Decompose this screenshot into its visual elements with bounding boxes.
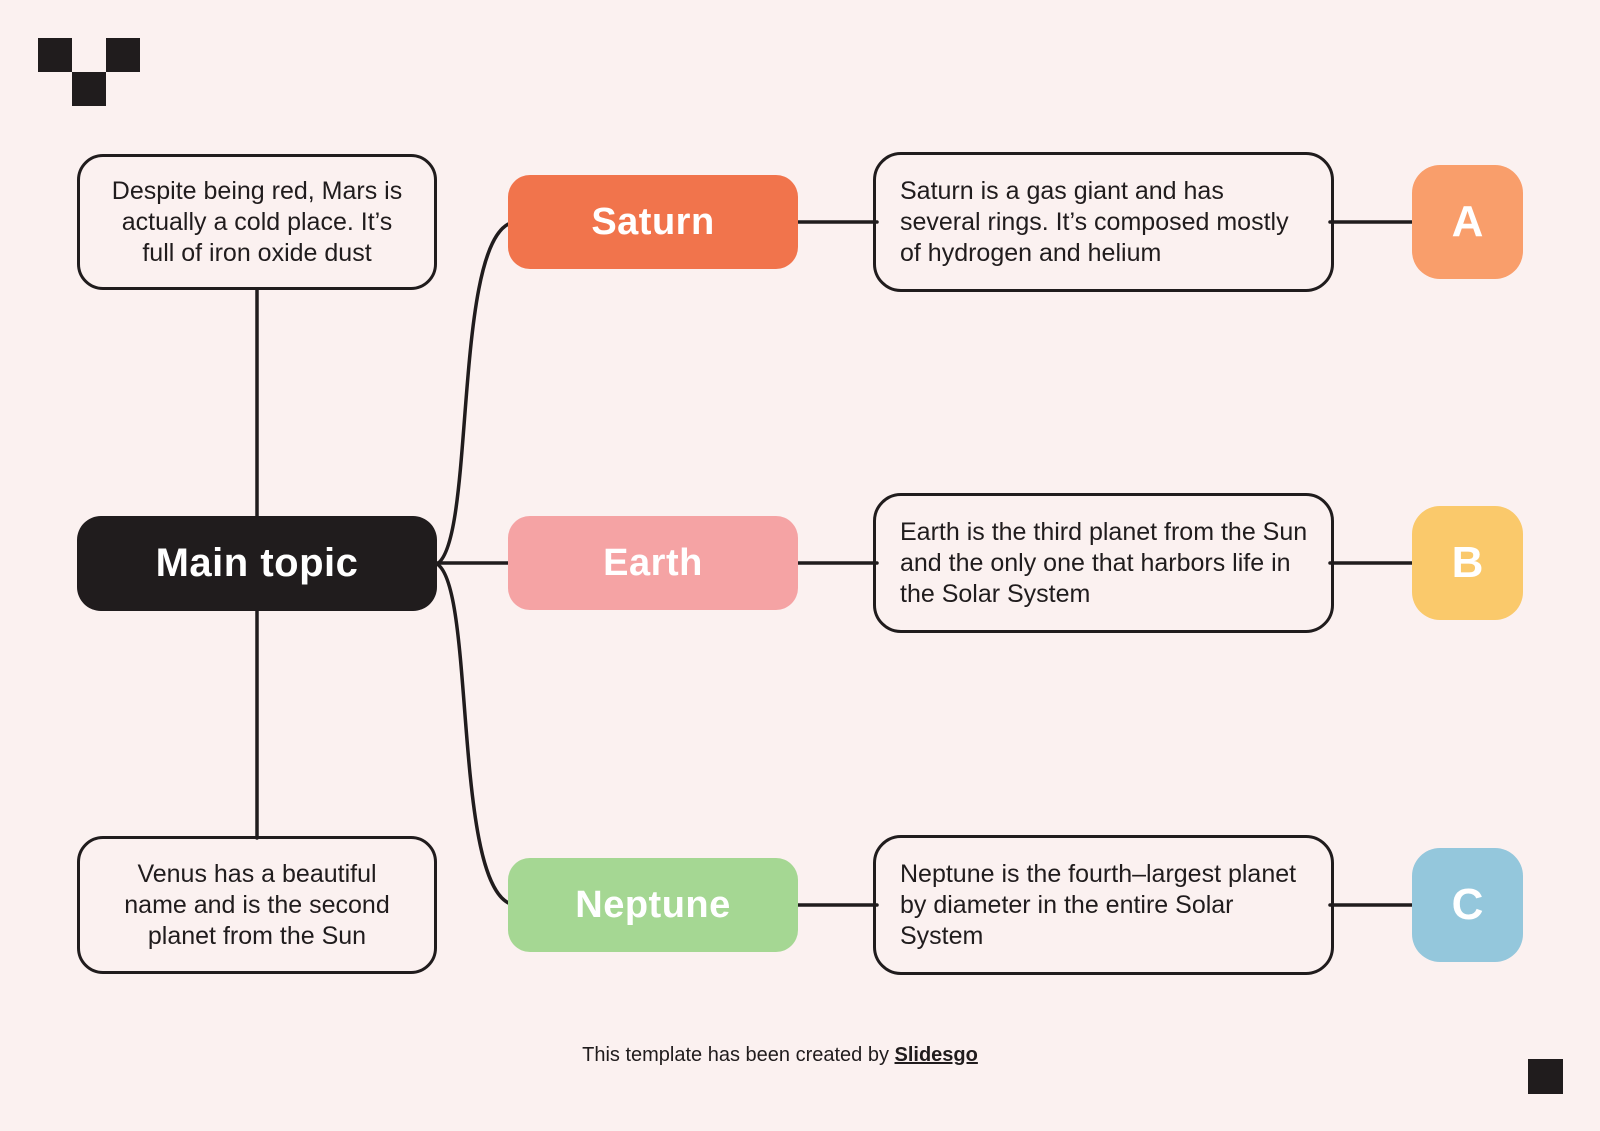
description-earth: Earth is the third planet from the Sun a… [873, 493, 1334, 633]
corner-square-decoration [1528, 1059, 1563, 1094]
connector-main-to-saturn [435, 220, 516, 566]
note-venus: Venus has a beautiful name and is the se… [77, 836, 437, 974]
badge-c: C [1412, 848, 1523, 962]
logo-square-top-left [38, 38, 72, 72]
topic-node-earth: Earth [508, 516, 798, 610]
description-neptune: Neptune is the fourth–largest planet by … [873, 835, 1334, 975]
badge-a: A [1412, 165, 1523, 279]
topic-node-neptune: Neptune [508, 858, 798, 952]
logo-square-top-right [106, 38, 140, 72]
footer-credit-text: This template has been created by [582, 1044, 895, 1066]
footer-credit: This template has been created by Slides… [0, 1044, 1560, 1067]
badge-b: B [1412, 506, 1523, 620]
connector-main-to-neptune [435, 562, 516, 907]
topic-node-saturn: Saturn [508, 175, 798, 269]
main-topic-node: Main topic [77, 516, 437, 611]
slidesgo-link[interactable]: Slidesgo [894, 1044, 978, 1066]
description-saturn: Saturn is a gas giant and has several ri… [873, 152, 1334, 292]
note-mars: Despite being red, Mars is actually a co… [77, 154, 437, 290]
logo-square-bottom [72, 72, 106, 106]
